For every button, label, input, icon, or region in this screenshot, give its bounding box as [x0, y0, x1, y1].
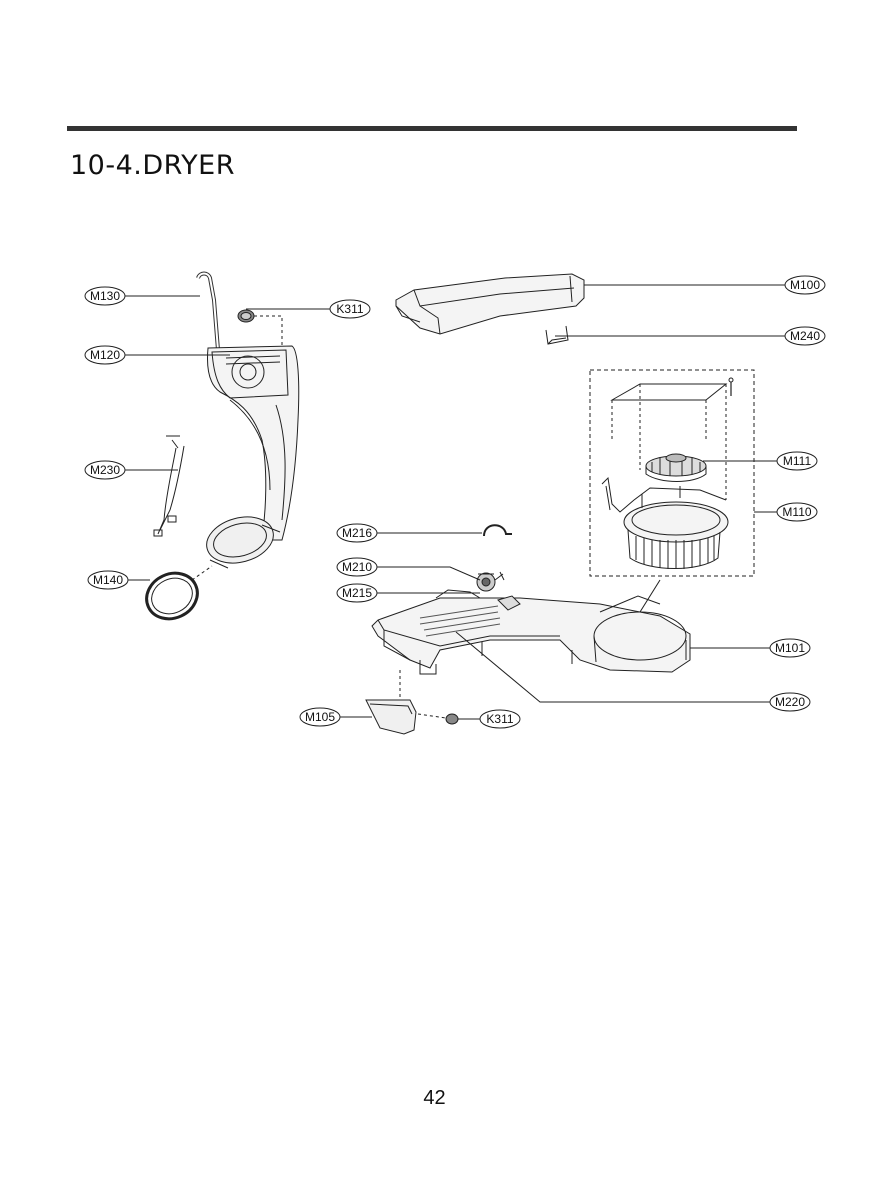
callout-m100: M100: [784, 275, 826, 295]
callout-m220: M220: [769, 692, 811, 712]
callout-label: K311: [336, 302, 363, 316]
callout-label: M105: [305, 710, 335, 724]
thermostat: [476, 571, 521, 611]
cap-k311-top: [237, 309, 283, 346]
callout-label: M130: [90, 289, 120, 303]
fan-assembly-box: [589, 369, 755, 577]
callout-label: M101: [775, 641, 805, 655]
callout-label: M220: [775, 695, 805, 709]
callout-m210: M210: [336, 557, 378, 577]
callout-label: M100: [790, 278, 820, 292]
callout-label: M215: [342, 586, 372, 600]
callout-label: M140: [93, 573, 123, 587]
callout-label: M111: [783, 454, 812, 468]
wire-harness: [153, 435, 185, 537]
callout-m120: M120: [84, 345, 126, 365]
header-rule: [67, 126, 797, 131]
callout-m105: M105: [299, 707, 341, 727]
callout-label: M210: [342, 560, 372, 574]
callout-label: M216: [342, 526, 372, 540]
nozzle: [365, 670, 459, 735]
callout-label: M230: [90, 463, 120, 477]
callout-label: M240: [790, 329, 820, 343]
duct-assembly: [196, 271, 300, 569]
callout-m130: M130: [84, 286, 126, 306]
section-title: 10-4.DRYER: [70, 150, 235, 181]
callout-k311-bottom: K311: [479, 709, 521, 729]
callout-m216: M216: [336, 523, 378, 543]
callout-m230: M230: [84, 460, 126, 480]
callout-m101: M101: [769, 638, 811, 658]
callout-m111: M111: [776, 451, 818, 471]
callout-m215: M215: [336, 583, 378, 603]
fan-motor-assembly: [601, 377, 734, 569]
gasket-ring: [145, 565, 213, 621]
callout-label: K311: [486, 712, 513, 726]
callout-k311-top: K311: [329, 299, 371, 319]
callout-label: M120: [90, 348, 120, 362]
callout-m140: M140: [87, 570, 129, 590]
callout-label: M110: [782, 505, 811, 519]
duct-cover: [395, 273, 585, 335]
callout-m240: M240: [784, 326, 826, 346]
clamp-arc: [483, 524, 512, 537]
callout-m110: M110: [776, 502, 818, 522]
clip: [545, 325, 569, 345]
leader-lines: [125, 284, 785, 720]
heater-duct-base: [371, 589, 691, 675]
page-number: 42: [423, 1087, 446, 1109]
